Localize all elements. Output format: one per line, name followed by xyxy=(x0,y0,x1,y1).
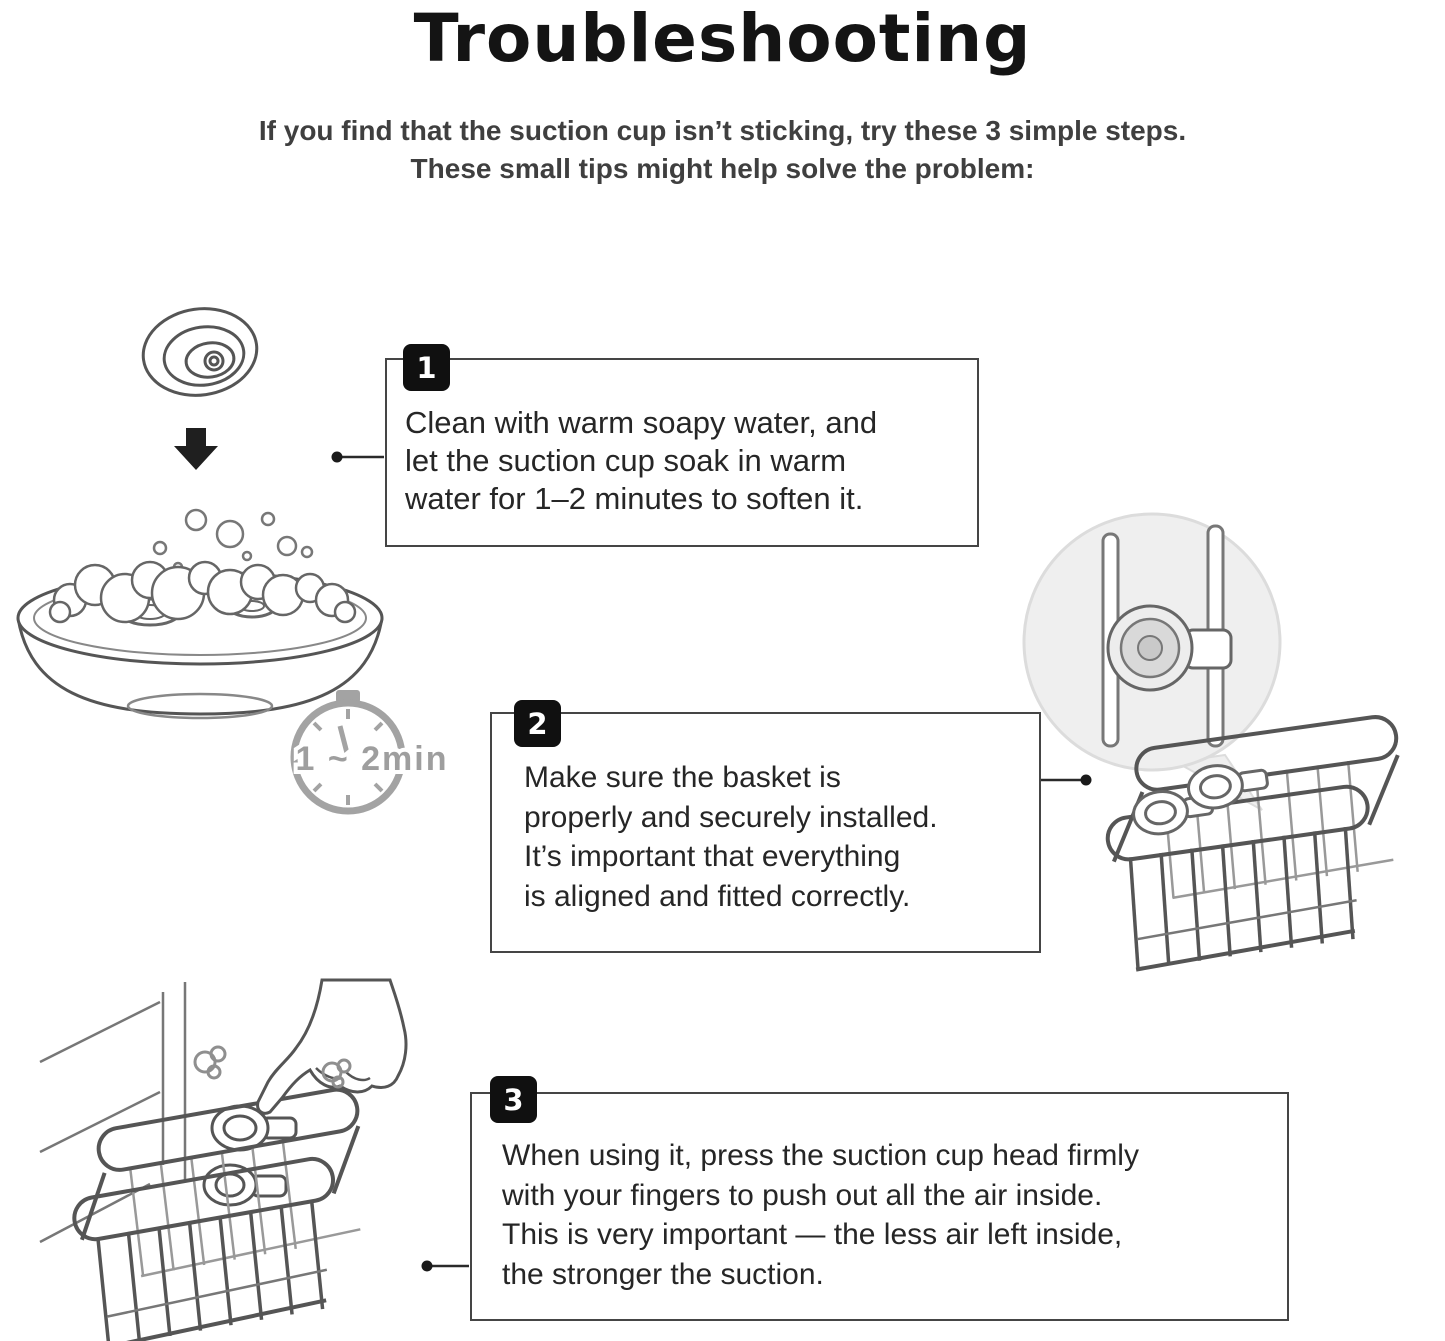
step-1-badge: 1 xyxy=(403,344,450,391)
soap-bubbles xyxy=(152,508,314,573)
step-3-box: 3 When using it, press the suction cup h… xyxy=(470,1076,1289,1321)
zoom-detail-circle xyxy=(1022,512,1282,811)
wall-illustration xyxy=(39,982,187,1244)
wire-basket-illustration-right xyxy=(1105,715,1400,972)
down-arrow-icon xyxy=(174,428,218,470)
subtitle: If you find that the suction cup isn’t s… xyxy=(258,115,1187,184)
step-3-badge: 3 xyxy=(490,1076,537,1123)
step-2-box: 2 Make sure the basket is properly and s… xyxy=(490,700,1041,953)
page-title: Troubleshooting xyxy=(413,0,1032,77)
timer-icon: 1 ~ 2min xyxy=(290,690,451,815)
suction-cup-illustration xyxy=(141,307,259,397)
step-1-box: 1 Clean with warm soapy water, and let t… xyxy=(385,344,979,547)
step-2-badge: 2 xyxy=(514,700,561,747)
step-2-text: Make sure the basket is properly and sec… xyxy=(524,761,938,913)
suction-cups-on-wall xyxy=(202,1104,298,1207)
wash-basin-illustration xyxy=(16,560,384,720)
connector-dot-step-2 xyxy=(1080,774,1092,786)
air-puff-icons xyxy=(193,1045,352,1089)
step-3-text: When using it, press the suction cup hea… xyxy=(502,1139,1139,1291)
wire-basket-illustration-left xyxy=(72,1087,361,1341)
connector-step-2 xyxy=(1041,774,1092,786)
step-1-text: Clean with warm soapy water, and let the… xyxy=(405,405,878,516)
connector-step-1 xyxy=(331,451,384,463)
timer-label: 1 ~ 2min xyxy=(295,740,448,778)
hand-pressing-illustration xyxy=(256,978,408,1115)
connector-dot-step-1 xyxy=(331,451,343,463)
connector-step-3 xyxy=(421,1260,469,1272)
connector-dot-step-3 xyxy=(421,1260,433,1272)
